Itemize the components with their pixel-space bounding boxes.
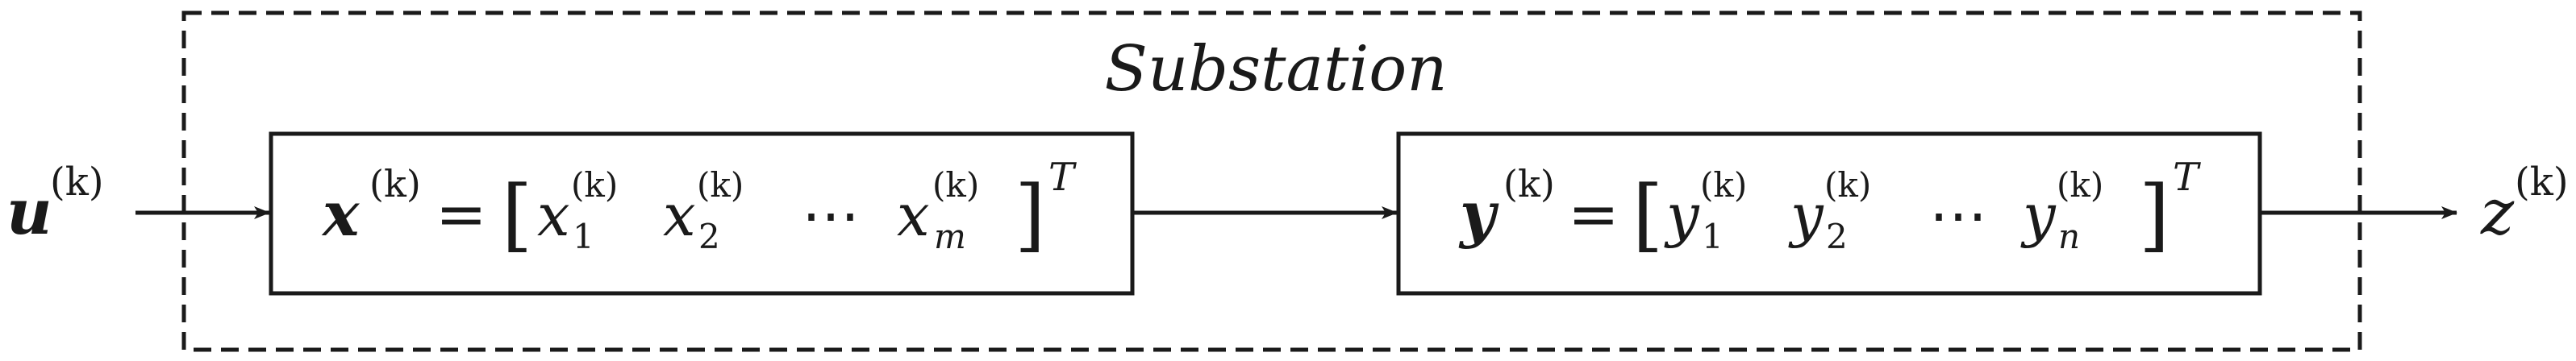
output-vector-y-block (1396, 131, 2262, 296)
x-vector-symbol: x (321, 178, 361, 250)
y-ellipsis: ⋯ (1929, 181, 1987, 249)
x-transpose: T (1048, 155, 1077, 200)
output-signal-superscript: (k) (2515, 160, 2569, 205)
x-element-1-subscript: 1 (573, 217, 594, 256)
y-close-bracket: ] (2139, 169, 2170, 261)
y-vector-superscript: (k) (1503, 162, 1555, 205)
y-element-n-symbol: y (2020, 181, 2057, 249)
y-element-n-subscript: n (2058, 217, 2080, 256)
input-signal-superscript: (k) (50, 160, 104, 205)
y-equals-sign: = (1568, 178, 1619, 250)
y-open-bracket: [ (1632, 169, 1663, 261)
x-equals-sign: = (436, 178, 487, 250)
x-element-2-superscript: (k) (697, 165, 744, 205)
y-vector-symbol: y (1458, 178, 1499, 250)
x-open-bracket: [ (502, 169, 532, 261)
state-vector-x-block (269, 131, 1135, 296)
y-element-1-superscript: (k) (1700, 165, 1747, 205)
x-element-2-subscript: 2 (698, 217, 720, 256)
x-ellipsis: ⋯ (802, 181, 860, 249)
y-element-2-symbol: y (1788, 181, 1824, 249)
output-vector-y-equation: y (k) = [ y (k) 1 y (k) 2 ⋯ y (k) n ] T (1458, 155, 2201, 261)
substation-label: Substation (1105, 33, 1448, 106)
y-element-2-subscript: 2 (1826, 217, 1848, 256)
x-vector-superscript: (k) (369, 162, 421, 205)
output-signal-symbol: z (2480, 176, 2515, 249)
y-element-2-superscript: (k) (1824, 165, 1871, 205)
x-element-m-subscript: m (934, 217, 966, 256)
input-signal-label: u (k) (6, 160, 104, 249)
substation-boundary (181, 10, 2362, 352)
x-element-1-symbol: x (537, 181, 570, 249)
y-element-1-symbol: y (1664, 181, 1700, 249)
y-transpose: T (2173, 155, 2201, 200)
y-element-n-superscript: (k) (2057, 165, 2103, 205)
x-element-1-superscript: (k) (571, 165, 618, 205)
state-vector-x-equation: x (k) = [ x (k) 1 x (k) 2 ⋯ x (k) m ] T (321, 155, 1077, 261)
y-element-1-subscript: 1 (1702, 217, 1724, 256)
x-close-bracket: ] (1015, 169, 1045, 261)
x-element-m-superscript: (k) (932, 165, 979, 205)
output-signal-label: z (k) (2480, 160, 2569, 249)
x-element-2-symbol: x (663, 181, 696, 249)
x-element-m-symbol: x (897, 181, 930, 249)
input-signal-symbol: u (6, 176, 52, 249)
